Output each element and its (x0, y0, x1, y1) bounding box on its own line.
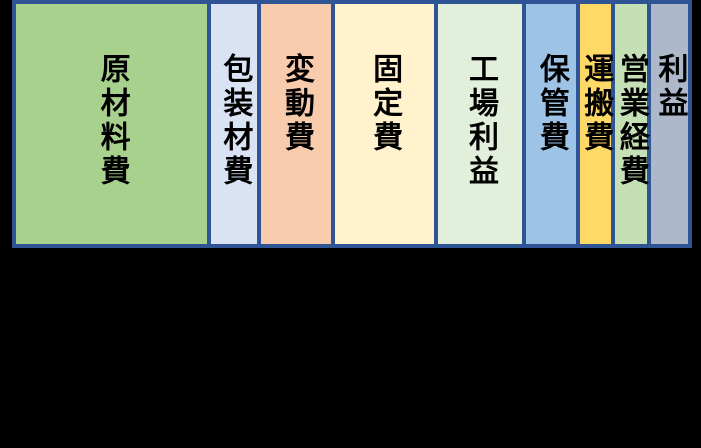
bar-segment-transport-cost: 運搬費 (578, 4, 614, 244)
segment-label: 運搬費 (578, 53, 614, 155)
bar-segment-factory-profit: 工場利益 (437, 4, 523, 244)
segment-label: 原材料費 (94, 53, 130, 189)
bar-segment-profit: 利益 (650, 4, 689, 244)
segment-label: 営業経費 (613, 53, 649, 189)
segment-label: 利益 (652, 53, 688, 121)
cost-structure-bar: 原材料費 包装材費変動費 固定費 工場利益保管費運搬費営業経費利益 (12, 0, 692, 248)
segment-label: 変動費 (279, 53, 314, 155)
bar-segment-packaging-materials-cost: 包装材費 (211, 4, 258, 244)
segment-label: 固定費 (367, 53, 403, 155)
bar-segment-raw-materials-cost: 原材料費 (16, 4, 208, 244)
bar-segment-sales-expenses: 営業経費 (613, 4, 649, 244)
segment-label: 保管費 (533, 53, 569, 155)
segment-label: 包装材費 (217, 53, 253, 189)
segment-label: 工場利益 (463, 53, 498, 189)
bar-segment-fixed-cost: 固定費 (334, 4, 434, 244)
bar-segment-storage-cost: 保管費 (526, 4, 576, 244)
bar-segment-variable-cost: 変動費 (261, 4, 331, 244)
